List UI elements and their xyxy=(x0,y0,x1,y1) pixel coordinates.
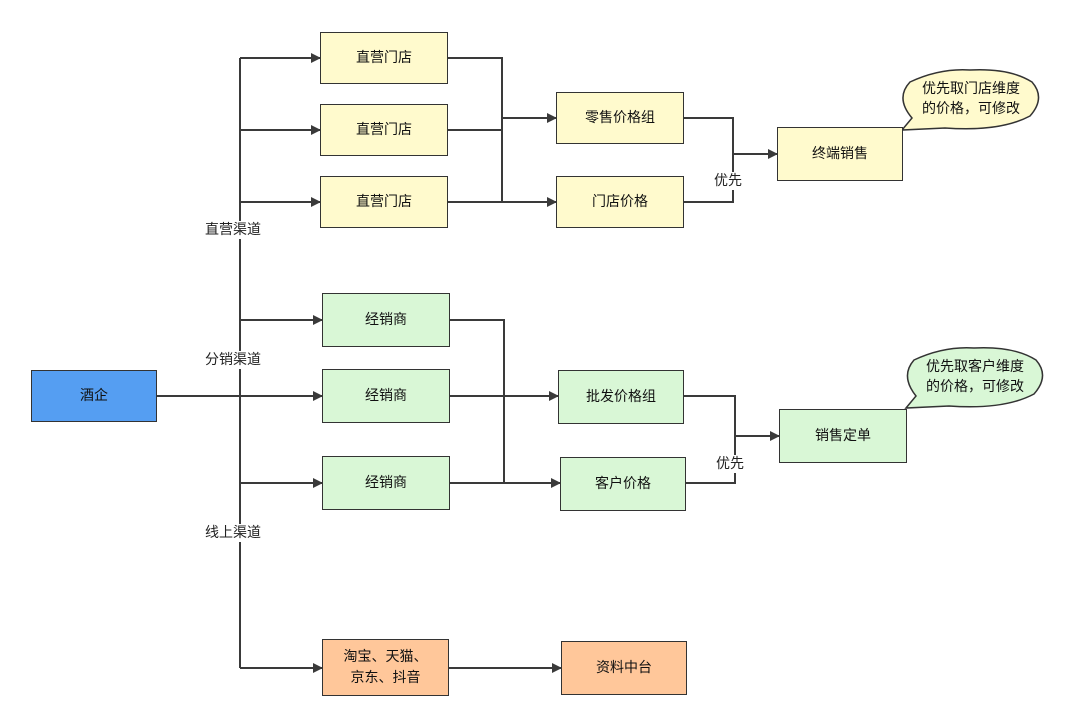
direct-store-node: 直营门店 xyxy=(320,32,448,84)
channel-label-distribution: 分销渠道 xyxy=(203,351,263,369)
source-label: 酒企 xyxy=(80,387,108,404)
callout-customer-bubble xyxy=(904,347,1044,409)
direct-store-node: 直营门店 xyxy=(320,176,448,228)
callout-customer-line: 的价格，可修改 xyxy=(926,379,1024,395)
channel-label-direct: 直营渠道 xyxy=(203,221,263,239)
platforms-node: 淘宝、天猫、 京东、抖音 xyxy=(322,639,449,696)
callout-customer-text: 优先取客户维度 的价格，可修改 xyxy=(910,357,1040,397)
priority-label: 优先 xyxy=(714,455,746,473)
callout-store-text: 优先取门店维度 的价格，可修改 xyxy=(906,79,1036,119)
platforms-line: 京东、抖音 xyxy=(350,669,421,686)
data-platform-node: 资料中台 xyxy=(561,641,687,695)
sales-order-node: 销售定单 xyxy=(779,409,907,463)
direct-store-label: 直营门店 xyxy=(356,49,412,66)
distributor-label: 经销商 xyxy=(365,387,407,404)
retail-price-group-node: 零售价格组 xyxy=(556,92,684,144)
wholesale-price-group-label: 批发价格组 xyxy=(586,388,656,405)
direct-store-label: 直营门店 xyxy=(356,121,412,138)
direct-store-node: 直营门店 xyxy=(320,104,448,156)
store-price-node: 门店价格 xyxy=(556,176,684,228)
distributor-node: 经销商 xyxy=(322,456,450,510)
customer-price-label: 客户价格 xyxy=(595,475,651,492)
callout-store-bubble xyxy=(900,69,1040,131)
direct-store-label: 直营门店 xyxy=(356,193,412,210)
data-platform-label: 资料中台 xyxy=(596,659,652,676)
callout-store-line: 优先取门店维度 xyxy=(922,81,1020,97)
channel-label-online: 线上渠道 xyxy=(203,524,263,542)
sales-order-label: 销售定单 xyxy=(815,427,871,444)
store-price-label: 门店价格 xyxy=(592,193,648,210)
terminal-sales-label: 终端销售 xyxy=(812,145,868,162)
wholesale-price-group-node: 批发价格组 xyxy=(558,370,684,424)
retail-price-group-label: 零售价格组 xyxy=(585,109,655,126)
distributor-label: 经销商 xyxy=(365,474,407,491)
distributor-label: 经销商 xyxy=(365,311,407,328)
callout-customer-line: 优先取客户维度 xyxy=(926,359,1024,375)
distributor-node: 经销商 xyxy=(322,369,450,423)
source-node: 酒企 xyxy=(31,370,157,422)
platforms-line: 淘宝、天猫、 xyxy=(343,649,428,666)
terminal-sales-node: 终端销售 xyxy=(777,127,903,181)
customer-price-node: 客户价格 xyxy=(560,457,686,511)
distributor-node: 经销商 xyxy=(322,293,450,347)
priority-label: 优先 xyxy=(712,172,744,190)
callout-store-line: 的价格，可修改 xyxy=(922,101,1020,117)
